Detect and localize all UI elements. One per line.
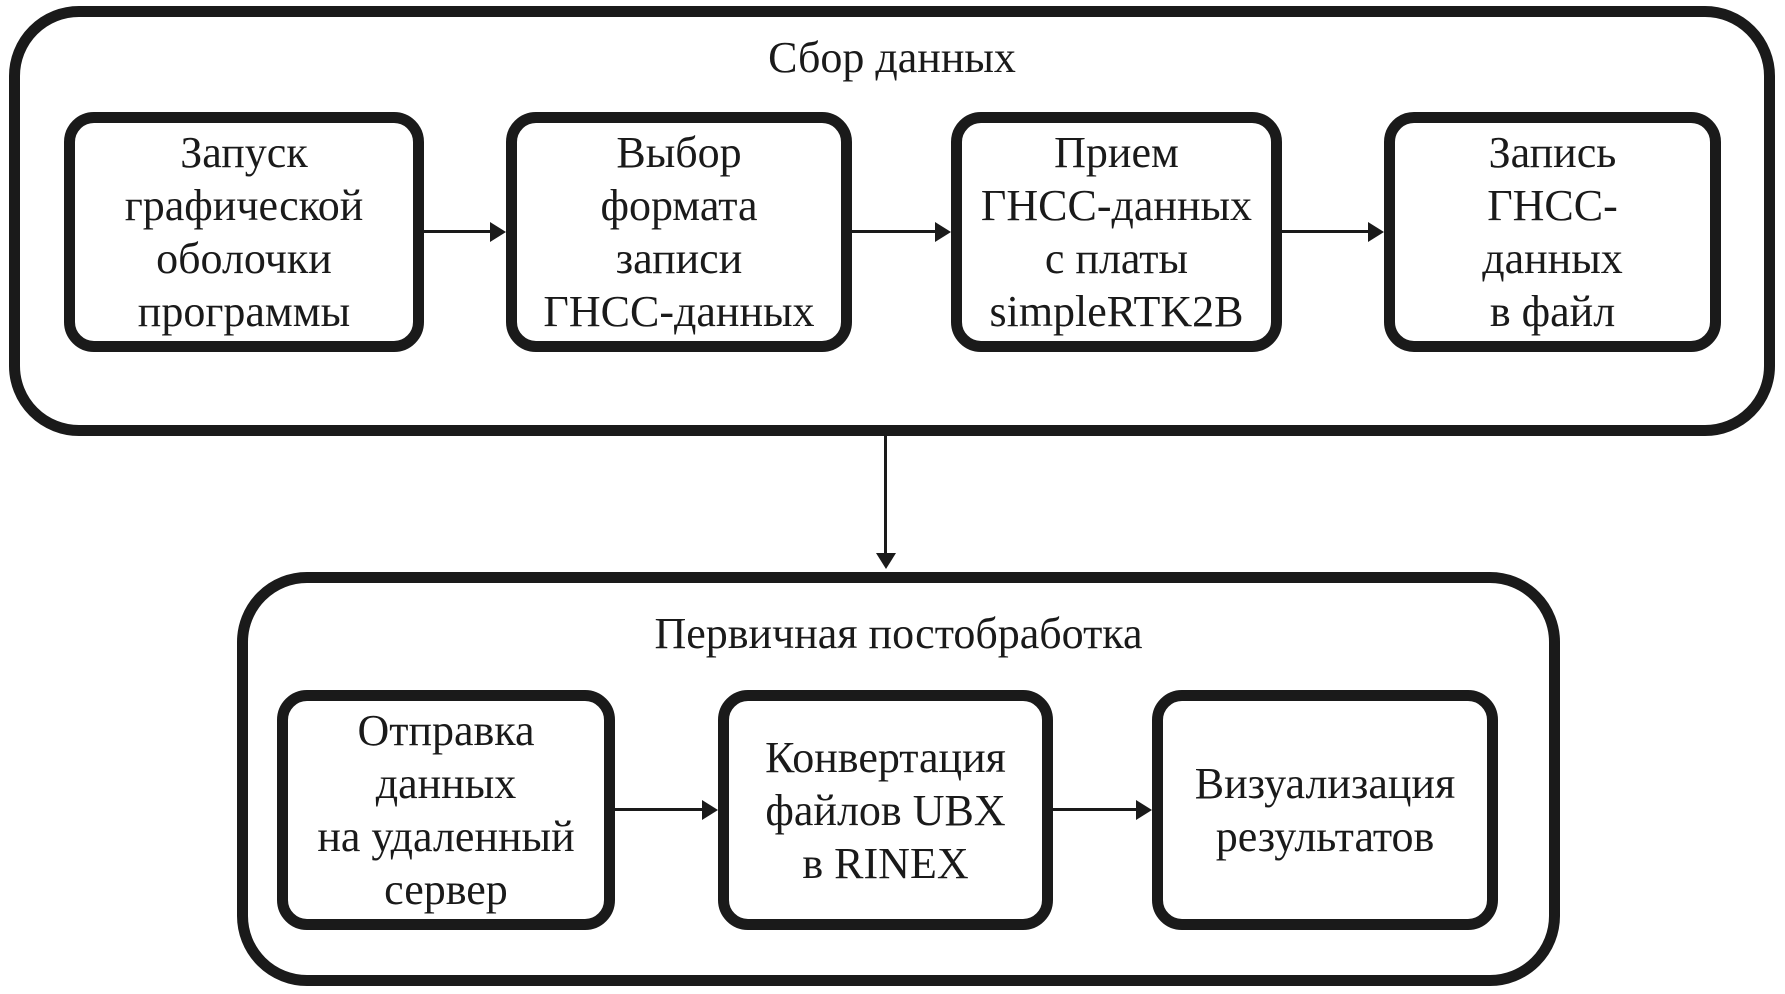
arrow-right-icon (424, 230, 491, 233)
group-title-postprocessing: Первичная постобработка (654, 609, 1143, 658)
flow-step-launch-gui: Запуск графической оболочки программы (64, 112, 424, 352)
group-data-collection: Сбор данных Запуск графической оболочки … (9, 6, 1775, 436)
flow-step-label: Запуск графической оболочки программы (124, 128, 364, 336)
flow-step-label: Отправка данных на удаленный сервер (317, 706, 575, 914)
flow-step-label: Визуализация результатов (1194, 759, 1456, 861)
group-postprocessing: Первичная постобработка Отправка данных … (237, 572, 1560, 986)
flow-step-label: Выбор формата записи ГНСС-данных (543, 128, 815, 336)
arrow-right-icon (1282, 230, 1369, 233)
flow-step-convert-ubx-rinex: Конвертация файлов UBX в RINEX (718, 690, 1053, 930)
group-title-data-collection: Сбор данных (768, 33, 1016, 82)
flow-step-write-file: Запись ГНСС- данных в файл (1384, 112, 1721, 352)
arrow-right-icon (852, 230, 936, 233)
arrow-right-icon (615, 808, 703, 811)
flow-step-label: Запись ГНСС- данных в файл (1482, 128, 1623, 336)
flow-step-receive-gnss: Прием ГНСС-данных с платы simpleRTK2B (951, 112, 1282, 352)
flow-step-visualize-results: Визуализация результатов (1152, 690, 1498, 930)
flow-step-send-server: Отправка данных на удаленный сервер (277, 690, 615, 930)
arrow-right-icon (1053, 808, 1137, 811)
flow-step-select-format: Выбор формата записи ГНСС-данных (506, 112, 852, 352)
arrow-down-icon (884, 436, 887, 554)
flow-step-label: Конвертация файлов UBX в RINEX (765, 732, 1006, 888)
flow-step-label: Прием ГНСС-данных с платы simpleRTK2B (980, 128, 1253, 336)
